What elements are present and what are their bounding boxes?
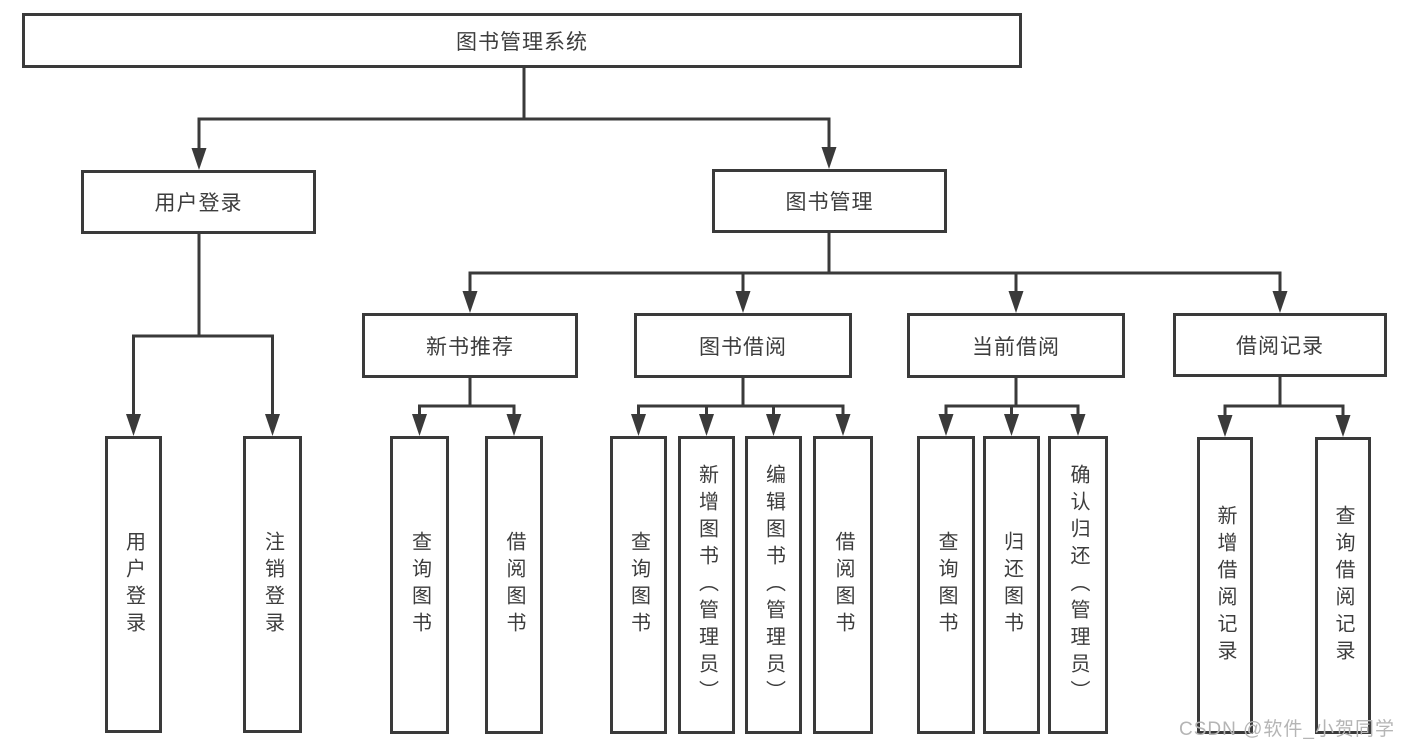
leaf-add-books-admin: 新增图书（管理员） [678,436,735,734]
leaf-return-books: 归还图书 [983,436,1040,734]
leaf-borrow-books-recommend: 借阅图书 [485,436,543,734]
node-library-management-system: 图书管理系统 [22,13,1022,68]
node-current-borrow: 当前借阅 [907,313,1125,378]
leaf-edit-books-admin: 编辑图书（管理员） [745,436,802,734]
node-book-borrow: 图书借阅 [634,313,852,378]
leaf-logout: 注销登录 [243,436,302,733]
leaf-add-borrow-record: 新增借阅记录 [1197,437,1253,734]
node-book-management-module: 图书管理 [712,169,947,233]
leaf-borrow-books: 借阅图书 [813,436,873,734]
leaf-query-books-recommend: 查询图书 [390,436,449,734]
node-borrow-records: 借阅记录 [1173,313,1387,377]
leaf-user-login: 用户登录 [105,436,162,733]
node-new-book-recommend: 新书推荐 [362,313,578,378]
node-user-login-module: 用户登录 [81,170,316,234]
leaf-query-borrow-record: 查询借阅记录 [1315,437,1371,734]
leaf-confirm-return-admin: 确认归还（管理员） [1048,436,1108,734]
leaf-query-books-borrow: 查询图书 [610,436,667,734]
leaf-query-books-current: 查询图书 [917,436,975,734]
